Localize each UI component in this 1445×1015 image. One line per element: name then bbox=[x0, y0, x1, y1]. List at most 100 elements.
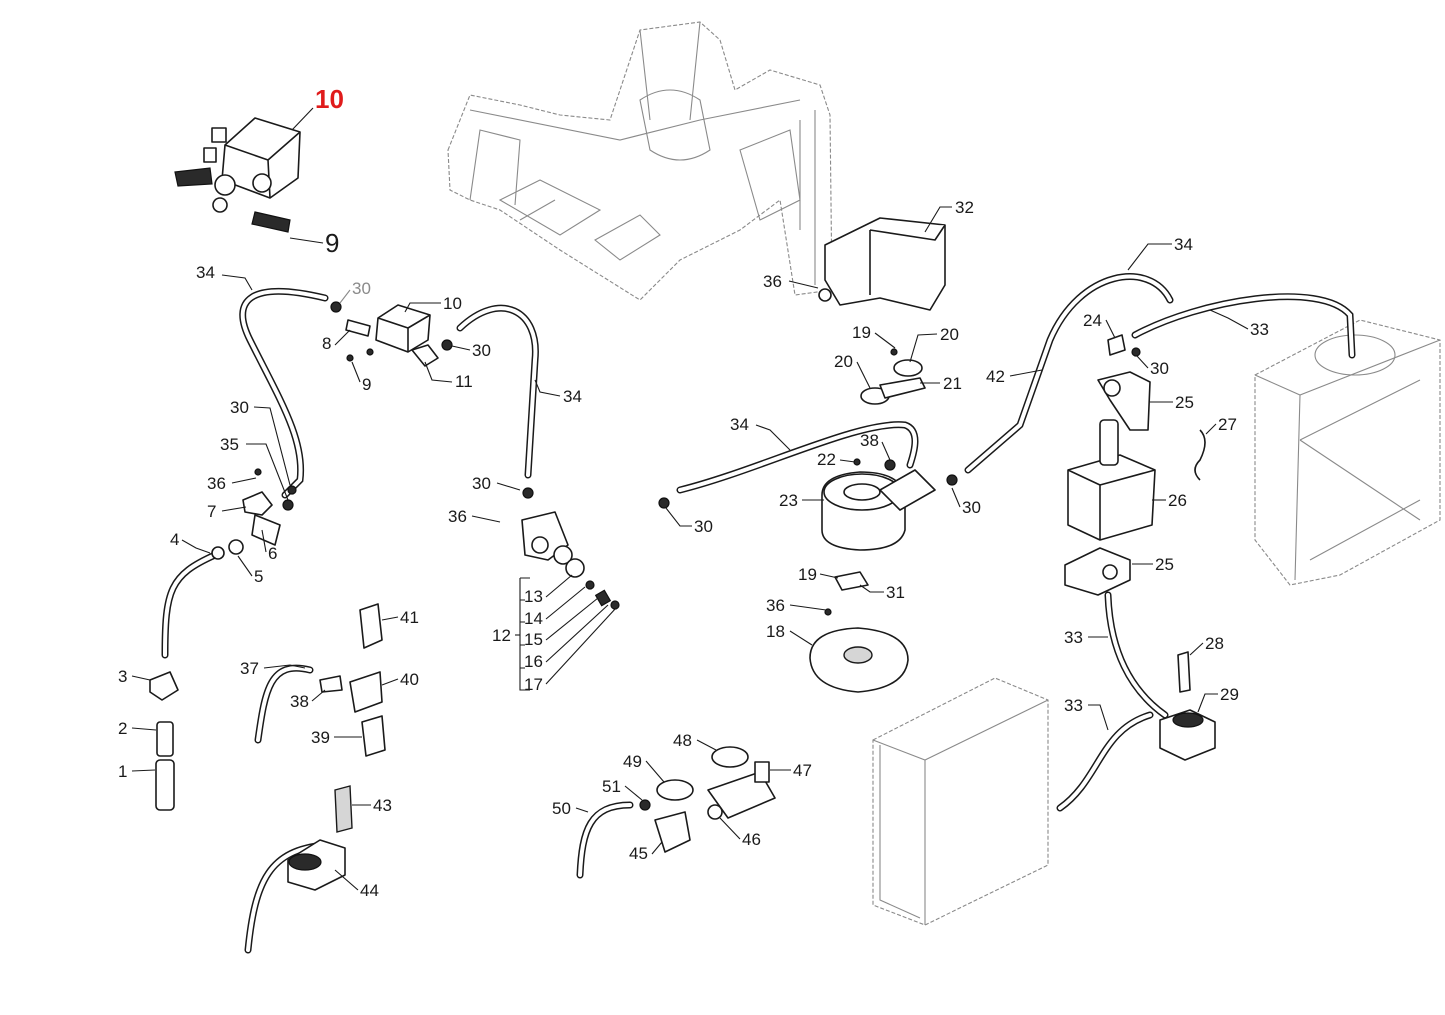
callout-c10-highlight: 10 bbox=[315, 84, 344, 114]
callout-c19-a: 19 bbox=[852, 323, 871, 342]
callout-c12: 12 bbox=[492, 626, 511, 645]
callout-c24: 24 bbox=[1083, 311, 1102, 330]
callout-c20-a: 20 bbox=[940, 325, 959, 344]
leader-c30-f bbox=[1136, 355, 1149, 369]
leader-c35 bbox=[246, 443, 289, 501]
leader-c31 bbox=[859, 584, 884, 593]
callout-c42: 42 bbox=[986, 367, 1005, 386]
thermostat-assembly bbox=[860, 348, 926, 405]
callout-c4: 4 bbox=[170, 530, 179, 549]
leader-c18 bbox=[789, 630, 813, 646]
leader-c22 bbox=[839, 459, 856, 463]
leader-c2 bbox=[131, 727, 157, 731]
fittings-45-51 bbox=[639, 746, 776, 853]
leader-c30-c bbox=[496, 482, 521, 491]
leader-c36-c bbox=[788, 280, 819, 289]
leader-c51 bbox=[624, 785, 643, 801]
leader-c44 bbox=[334, 869, 359, 891]
callout-c7: 7 bbox=[207, 502, 216, 521]
callout-c5: 5 bbox=[254, 567, 263, 586]
callout-c16: 16 bbox=[524, 652, 543, 671]
leader-c48 bbox=[696, 739, 717, 751]
leader-c49 bbox=[645, 760, 665, 783]
leader-lines bbox=[131, 107, 1249, 891]
left-fittings bbox=[149, 468, 297, 811]
callout-c1: 1 bbox=[118, 762, 127, 781]
callout-c15: 15 bbox=[524, 630, 543, 649]
leader-c30-grey bbox=[339, 289, 351, 304]
callout-c30-c: 30 bbox=[472, 474, 491, 493]
leader-c38-b bbox=[881, 441, 891, 461]
callout-c26: 26 bbox=[1168, 491, 1187, 510]
callout-c30-a: 30 bbox=[472, 341, 491, 360]
callout-c11: 11 bbox=[455, 372, 473, 391]
leader-c34-d bbox=[1127, 243, 1172, 271]
callout-c8: 8 bbox=[322, 334, 331, 353]
callout-c3: 3 bbox=[118, 667, 127, 686]
callout-c45: 45 bbox=[629, 844, 648, 863]
heating-disk-18 bbox=[809, 571, 909, 693]
leader-c38 bbox=[311, 689, 326, 702]
callout-c50: 50 bbox=[552, 799, 571, 818]
leader-c11 bbox=[424, 361, 453, 383]
callout-c49: 49 bbox=[623, 752, 642, 771]
callout-c9-big: 9 bbox=[325, 228, 339, 258]
leader-c37 bbox=[263, 664, 306, 669]
callout-c36-c: 36 bbox=[763, 272, 782, 291]
callout-c30-f: 30 bbox=[1150, 359, 1169, 378]
machine-frame-ghost bbox=[447, 21, 833, 301]
callout-c25-b: 25 bbox=[1155, 555, 1174, 574]
callout-c30-grey: 30 bbox=[352, 279, 371, 298]
middle-valve-block bbox=[519, 487, 620, 691]
boiler-23 bbox=[821, 458, 936, 551]
leader-c10-highlight bbox=[291, 107, 314, 131]
leader-c16 bbox=[545, 604, 609, 663]
leader-c36-a bbox=[231, 477, 257, 484]
callout-c31: 31 bbox=[886, 583, 905, 602]
callout-c43: 43 bbox=[373, 796, 392, 815]
nuts bbox=[658, 474, 958, 509]
leader-c8 bbox=[334, 329, 351, 346]
callout-c41: 41 bbox=[400, 608, 419, 627]
solenoid-valve-detail bbox=[174, 117, 301, 233]
callout-c33-a: 33 bbox=[1250, 320, 1269, 339]
callout-c21: 21 bbox=[943, 374, 962, 393]
leader-c30-b bbox=[253, 406, 291, 486]
callout-c30-e: 30 bbox=[962, 498, 981, 517]
leader-c45 bbox=[651, 841, 663, 855]
callout-c13: 13 bbox=[524, 587, 543, 606]
leader-c33-a bbox=[1209, 309, 1249, 330]
leader-c30-d bbox=[665, 507, 692, 527]
callout-c34-a: 34 bbox=[196, 263, 215, 282]
callout-c34-b: 34 bbox=[563, 387, 582, 406]
leader-c1 bbox=[131, 769, 156, 772]
leader-c42 bbox=[1009, 369, 1043, 377]
callout-c38-b: 38 bbox=[860, 431, 879, 450]
callout-c46: 46 bbox=[742, 830, 761, 849]
callout-c37: 37 bbox=[240, 659, 259, 678]
callout-c30-b: 30 bbox=[230, 398, 249, 417]
leader-c33-c bbox=[1088, 704, 1109, 731]
callout-c25-a: 25 bbox=[1175, 393, 1194, 412]
leader-c28 bbox=[1189, 642, 1204, 656]
leader-c19-b bbox=[819, 573, 839, 579]
leader-c36-b bbox=[471, 515, 501, 523]
callout-c30-d: 30 bbox=[694, 517, 713, 536]
boiler-housing-ghost bbox=[1254, 319, 1441, 586]
leader-c9 bbox=[351, 361, 361, 383]
leader-c30-e bbox=[951, 487, 961, 508]
leader-c14 bbox=[545, 586, 586, 620]
leader-c46 bbox=[719, 817, 741, 840]
callout-c44: 44 bbox=[360, 881, 379, 900]
callout-c2: 2 bbox=[118, 719, 127, 738]
callout-c18: 18 bbox=[766, 622, 785, 641]
callout-c51: 51 bbox=[602, 777, 621, 796]
callout-c34-c: 34 bbox=[730, 415, 749, 434]
leader-c19-a bbox=[874, 332, 896, 349]
leader-c10 bbox=[404, 302, 441, 313]
leader-c34-b bbox=[534, 379, 561, 397]
callout-c14: 14 bbox=[524, 609, 543, 628]
leader-c6 bbox=[261, 529, 267, 553]
leader-c20-b bbox=[856, 361, 871, 389]
callout-c17: 17 bbox=[524, 675, 543, 694]
